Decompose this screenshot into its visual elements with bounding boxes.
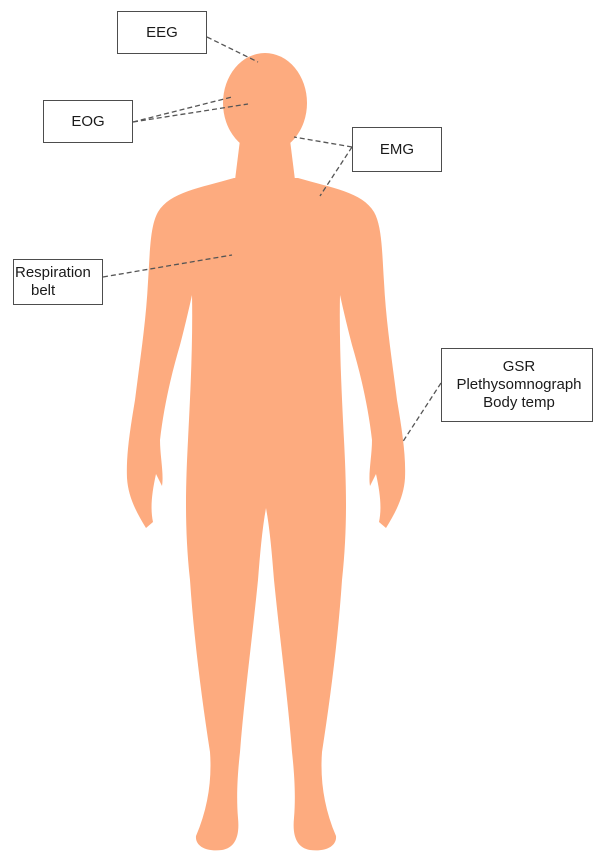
gsr-label-line-1: GSR bbox=[503, 358, 536, 376]
gsr-label-line-2: Plethysomnograph bbox=[456, 376, 581, 394]
eog-label: EOG bbox=[71, 113, 104, 131]
respiration-label-line-2: belt bbox=[15, 282, 55, 300]
eeg-label-box: EEG bbox=[117, 11, 207, 54]
leader-gsr bbox=[402, 383, 441, 443]
emg-label: EMG bbox=[380, 141, 414, 159]
gsr-label-line-3: Body temp bbox=[483, 394, 555, 412]
gsr-label-box: GSR Plethysomnograph Body temp bbox=[441, 348, 593, 422]
leader-eog-1 bbox=[133, 97, 232, 122]
emg-label-box: EMG bbox=[352, 127, 442, 172]
leader-eeg bbox=[207, 37, 258, 62]
eeg-label: EEG bbox=[146, 24, 178, 42]
eog-label-box: EOG bbox=[43, 100, 133, 143]
leader-emg-1 bbox=[294, 137, 352, 147]
respiration-belt-label-box: Respiration belt bbox=[13, 259, 103, 305]
respiration-label-line-1: Respiration bbox=[15, 264, 91, 282]
human-silhouette bbox=[127, 53, 405, 850]
body bbox=[127, 178, 405, 850]
head bbox=[223, 53, 307, 153]
